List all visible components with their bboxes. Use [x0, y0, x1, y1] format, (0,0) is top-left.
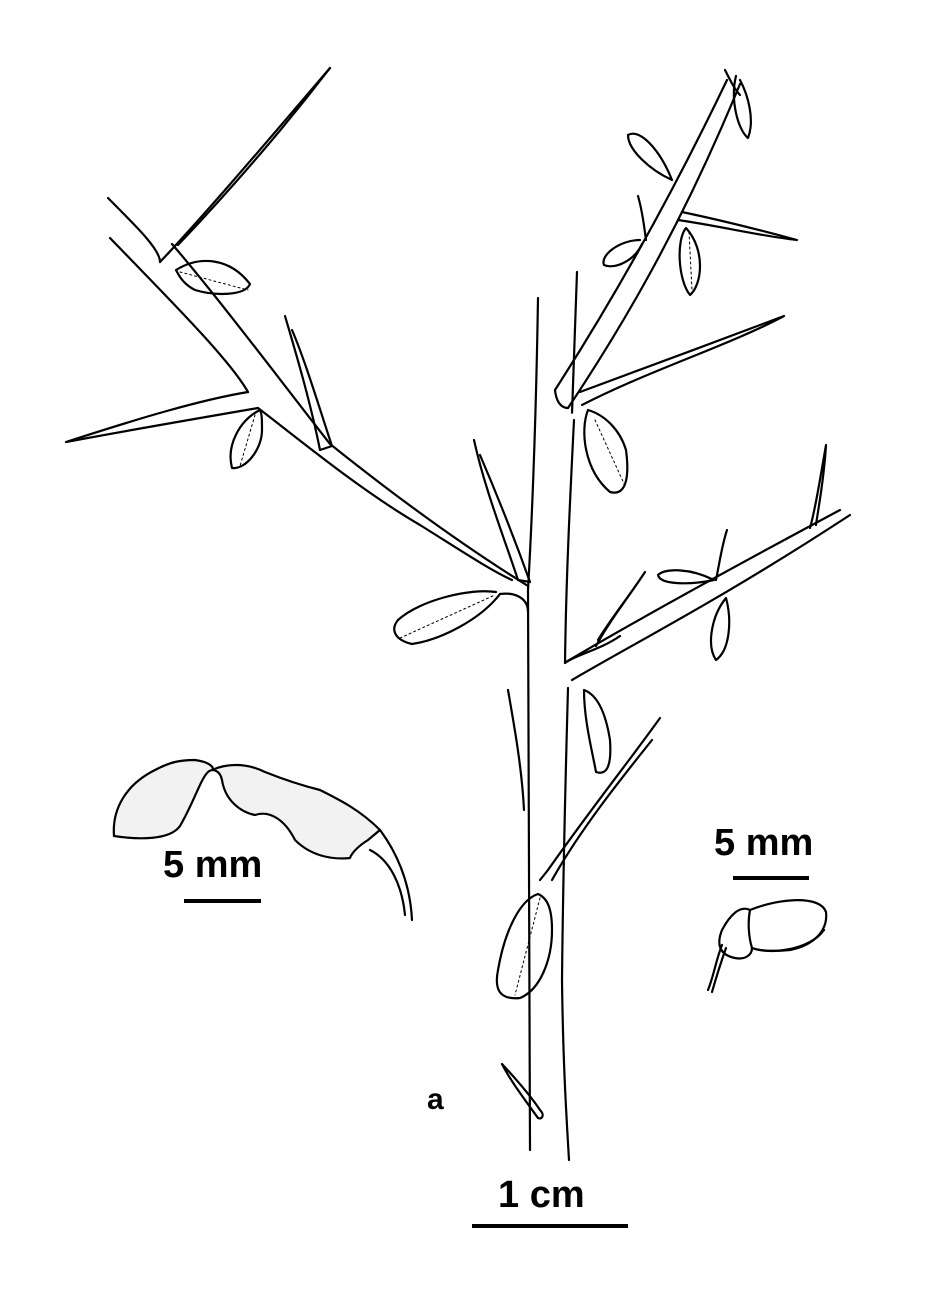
pod-scale-bar	[184, 899, 261, 903]
leaves-right-upper	[583, 74, 752, 494]
lower-stem-details	[495, 688, 662, 1120]
pod-scale-label: 5 mm	[163, 844, 263, 886]
left-branch	[64, 66, 532, 588]
leaves-left	[174, 259, 530, 646]
stem-scale-bar	[472, 1224, 628, 1228]
stem-scale-label: 1 cm	[498, 1174, 585, 1216]
right-lower-branch	[564, 443, 852, 682]
leaves-right-lower	[582, 569, 731, 774]
right-upper-branch	[553, 68, 799, 410]
flower-scale-bar	[733, 876, 809, 880]
panel-label: a	[427, 1083, 444, 1116]
flower-detail	[706, 899, 828, 994]
main-stem	[526, 270, 622, 1162]
flower-scale-label: 5 mm	[714, 822, 814, 864]
pod-detail	[112, 758, 414, 922]
